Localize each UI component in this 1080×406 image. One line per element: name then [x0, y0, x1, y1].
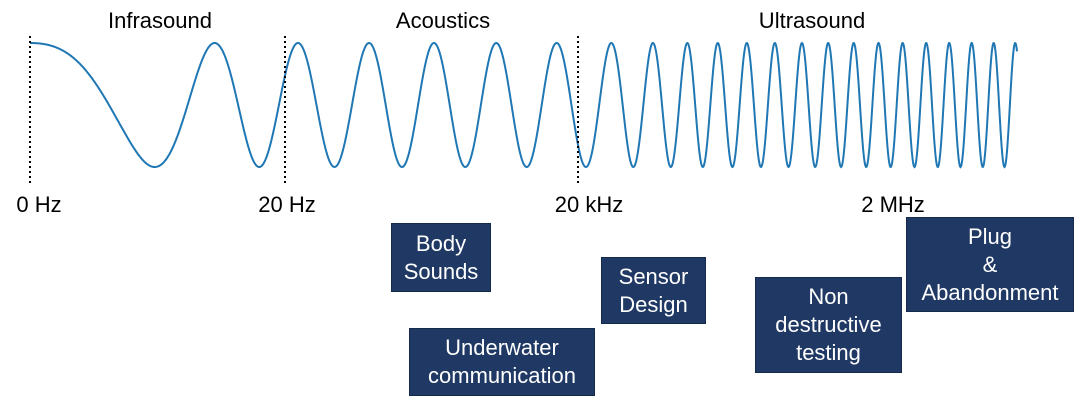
application-box-body-sounds: Body Sounds — [391, 223, 491, 292]
region-label-ultrasound: Ultrasound — [758, 8, 866, 33]
application-box-underwater: Underwater communication — [409, 328, 595, 396]
region-label-infrasound: Infrasound — [108, 8, 212, 33]
freq-label-20khz: 20 kHz — [554, 192, 624, 217]
sine-wave — [30, 41, 1018, 169]
application-label: Underwater communication — [428, 335, 576, 388]
application-label: Sensor Design — [618, 263, 689, 317]
freq-label-0hz: 0 Hz — [16, 192, 62, 217]
application-label: Plug & Abandonment — [921, 223, 1059, 305]
region-label-acoustics: Acoustics — [395, 8, 491, 33]
application-label: Body Sounds — [403, 230, 479, 284]
application-box-plug-abandonment: Plug & Abandonment — [906, 217, 1074, 312]
freq-label-2mhz: 2 MHz — [861, 192, 925, 217]
application-box-ndt: Non destructive testing — [755, 277, 902, 373]
freq-label-20hz: 20 Hz — [258, 192, 316, 217]
application-box-sensor-design: Sensor Design — [601, 257, 706, 324]
application-label: Non destructive testing — [775, 284, 882, 365]
